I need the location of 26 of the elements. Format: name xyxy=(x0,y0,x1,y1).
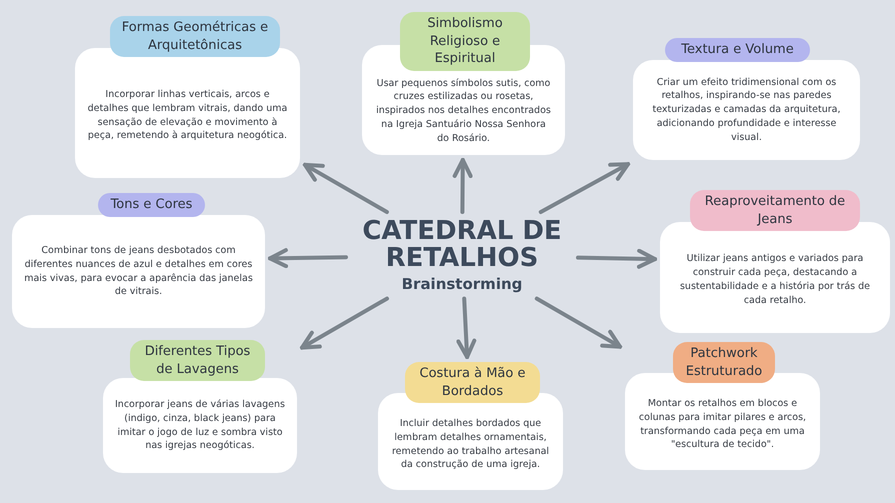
topic-heading: Patchwork Estruturado xyxy=(673,342,775,384)
arrow xyxy=(538,162,630,214)
topic-heading: Reaproveitamento de Jeans xyxy=(690,190,860,232)
arrow xyxy=(268,248,348,268)
arrow xyxy=(456,296,476,359)
topic-heading: Simbolismo Religioso e Espiritual xyxy=(400,12,530,71)
title-text: CATEDRAL DE RETALHOS xyxy=(361,218,563,273)
arrow xyxy=(452,158,473,214)
arrow xyxy=(300,296,389,350)
idea-text: Usar pequenos símbolos sutis, como cruzes estilizadas ou rosetas, inspirados nos detalhes encontrados na Igreja Santuário Nossa Senhora do Rosário. xyxy=(375,76,552,146)
arrow xyxy=(303,162,389,214)
idea-text: Combinar tons de jeans desbotados com diferentes nuances de azul e detalhes em cores mais vivas, para evocar a aparência das janelas de vitrais. xyxy=(24,244,253,300)
topic-heading: Costura à Mão e Bordados xyxy=(405,362,540,404)
arrow xyxy=(576,248,657,269)
topic-heading: Tons e Cores xyxy=(98,193,205,217)
idea-text: Incorporar jeans de várias lavagens (indigo, cinza, black jeans) para imitar o jogo de luz e sombra visto nas igrejas neogóticas. xyxy=(115,398,285,454)
idea-text: Incluir detalhes bordados que lembram detalhes ornamentais, remetendo ao trabalho artesanal da construção de uma igreja. xyxy=(390,416,550,472)
topic-heading: Textura e Volume xyxy=(665,38,810,62)
idea-text: Utilizar jeans antigos e variados para construir cada peça, destacando a sustentabilidade e a história por trás de cada retalho. xyxy=(678,252,872,308)
topic-heading: Diferentes Tipos de Lavagens xyxy=(130,340,265,382)
subtitle-text: Brainstorming xyxy=(402,274,522,293)
arrow xyxy=(534,296,622,349)
topic-heading: Formas Geométricas e Arquitetônicas xyxy=(110,16,280,58)
idea-text: Criar um efeito tridimensional com os retalhos, inspirando-se nas paredes texturizadas e camadas da arquitetura, adicionando profundidade e interesse visual. xyxy=(652,76,842,144)
idea-text: Incorporar linhas verticais, arcos e detalhes que lembram vitrais, dando uma sensação de elevação e movimento à peça, remetendo à arquitetura neogótica. xyxy=(87,88,288,144)
idea-text: Montar os retalhos em blocos e colunas para imitar pilares e arcos, transformando cada peça em uma "escultura de tecido". xyxy=(638,396,808,452)
